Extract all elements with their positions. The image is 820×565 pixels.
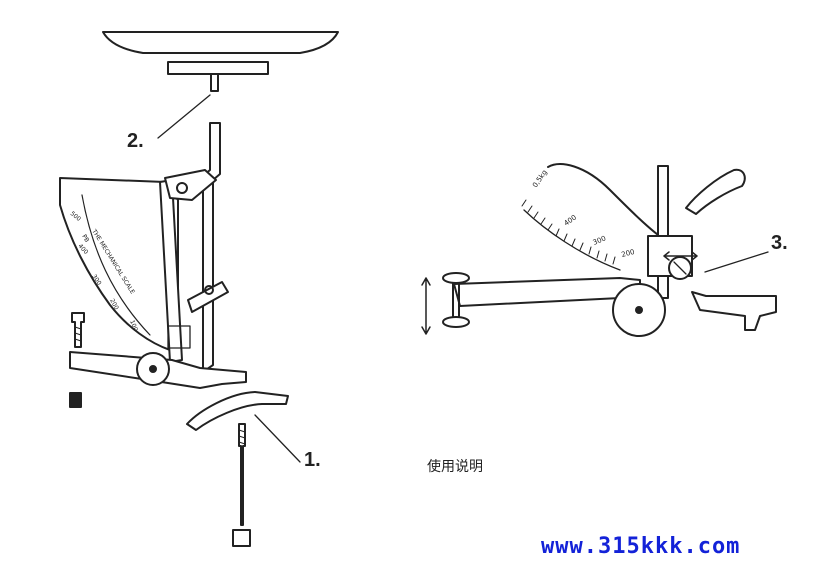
callout-3: 3. — [771, 232, 788, 254]
left-assembly — [59, 31, 339, 547]
dial-label-box — [167, 325, 191, 349]
callout-2-leader — [157, 94, 211, 139]
dial-scale-arc — [81, 194, 151, 336]
foot-piece — [186, 391, 289, 431]
right-base-tail — [691, 291, 777, 331]
upper-linkage — [164, 169, 217, 201]
rubber-foot — [69, 392, 82, 408]
dial-tick-100: 100 — [128, 319, 139, 332]
bottom-screw-cap — [232, 529, 251, 547]
watermark-text: www.315kkk.com — [541, 534, 741, 559]
base-wheel-hub — [149, 365, 157, 373]
lower-pivot — [204, 285, 214, 295]
pan-holder — [167, 61, 269, 75]
lever-arm — [685, 168, 746, 215]
callout-2: 2. — [127, 130, 144, 152]
level-knob-bottom — [442, 316, 470, 328]
dial-inner-arc — [523, 209, 621, 271]
upper-pivot — [176, 182, 188, 194]
dial-tick-200: 200 — [108, 298, 120, 312]
lower-linkage — [187, 281, 229, 313]
bottom-screw — [238, 423, 246, 526]
dial-subtitle-text: PB — [80, 233, 90, 243]
pan-pin — [210, 73, 219, 92]
pointer-hinge-line — [673, 261, 687, 275]
right-dial-text: 0,5kg 400 300 200 — [531, 168, 635, 258]
right-dial-tick-400: 400 — [563, 213, 579, 227]
callout-1: 1. — [304, 449, 321, 471]
right-base-beam — [453, 277, 641, 307]
level-knob-stem — [452, 282, 460, 319]
callout-3-leader — [704, 251, 769, 273]
right-assembly — [421, 163, 777, 337]
vertical-post — [202, 122, 221, 373]
level-knob-top — [442, 272, 470, 284]
adjust-arrow — [663, 251, 698, 261]
screw-thread — [74, 326, 82, 342]
dial-outer-arc — [547, 163, 666, 241]
height-arrow — [421, 277, 431, 335]
right-post — [657, 165, 669, 299]
side-screw — [71, 312, 85, 348]
instructions-caption: 使用说明 — [427, 459, 483, 475]
bottom-screw-thread — [238, 429, 246, 445]
callout-1-leader — [254, 414, 301, 463]
right-dial-tick-200: 200 — [621, 248, 636, 259]
weighing-pan — [102, 31, 339, 54]
right-dial-tick-300: 300 — [592, 234, 607, 246]
right-dial-unit: 0,5kg — [531, 168, 549, 189]
dial-ticks — [521, 199, 616, 265]
right-wheel-hub — [635, 306, 643, 314]
